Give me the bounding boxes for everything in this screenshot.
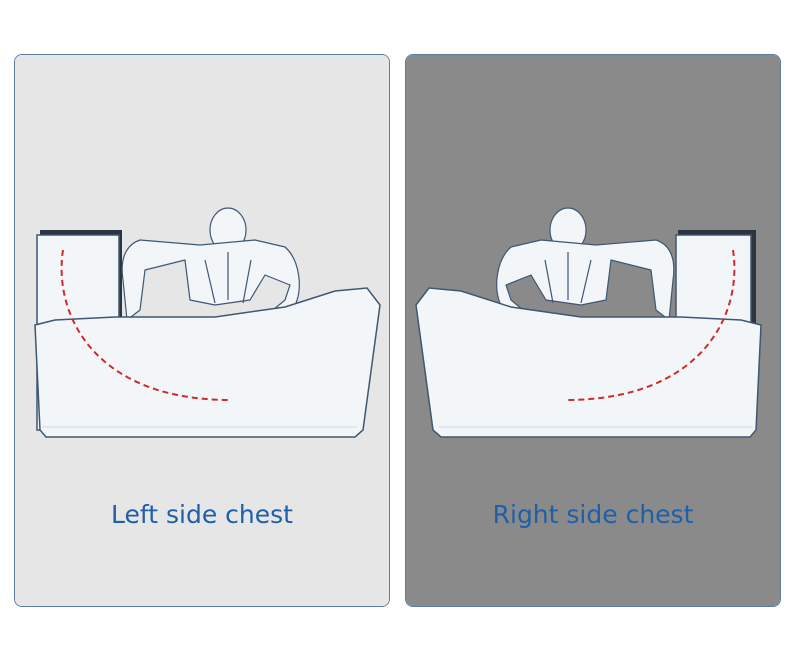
motion-arc [60,249,231,401]
panel-caption: Left side chest [111,500,293,529]
left-side-chest-panel: Left side chest [14,54,390,607]
motion-arc [565,249,736,401]
bed-base [34,287,381,438]
left-side-chest-illustration [15,55,389,606]
right-side-chest-panel: Right side chest [405,54,781,607]
right-side-chest-illustration [406,55,780,606]
bed-base [415,287,762,438]
panel-caption: Right side chest [492,500,694,529]
